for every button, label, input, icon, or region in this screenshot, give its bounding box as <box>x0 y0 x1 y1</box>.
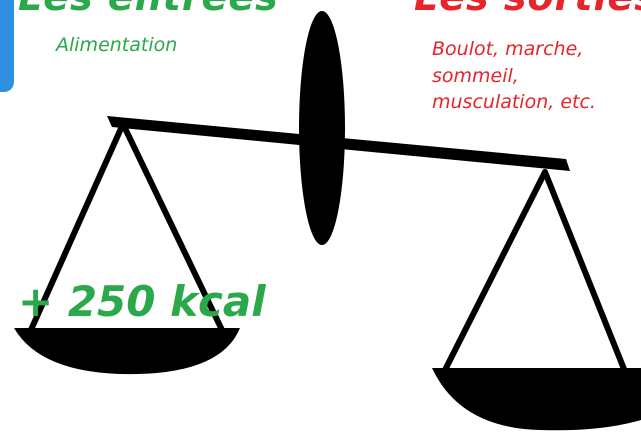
right-hanger-inner <box>542 169 629 377</box>
calorie-balance-label: + 250 kcal <box>18 277 266 326</box>
right-pan <box>432 368 641 431</box>
left-hanger-outer <box>27 121 126 335</box>
scale-beam <box>107 116 570 171</box>
entrees-subtitle: Alimentation <box>56 34 178 56</box>
sorties-activities: Boulot, marche, sommeil, musculation, et… <box>432 36 632 116</box>
sorties-line: musculation, etc. <box>432 91 596 114</box>
sorties-line: sommeil, <box>432 64 519 87</box>
sorties-heading: Les sorties <box>414 0 641 16</box>
entrees-heading: Les entrées <box>18 0 279 16</box>
right-hanger-outer <box>441 169 548 375</box>
left-pan <box>14 328 240 375</box>
scale-post <box>299 11 345 245</box>
blue-edge-decoration <box>0 0 14 92</box>
left-hanger-inner <box>120 121 225 333</box>
sorties-line: Boulot, marche, <box>432 38 584 60</box>
